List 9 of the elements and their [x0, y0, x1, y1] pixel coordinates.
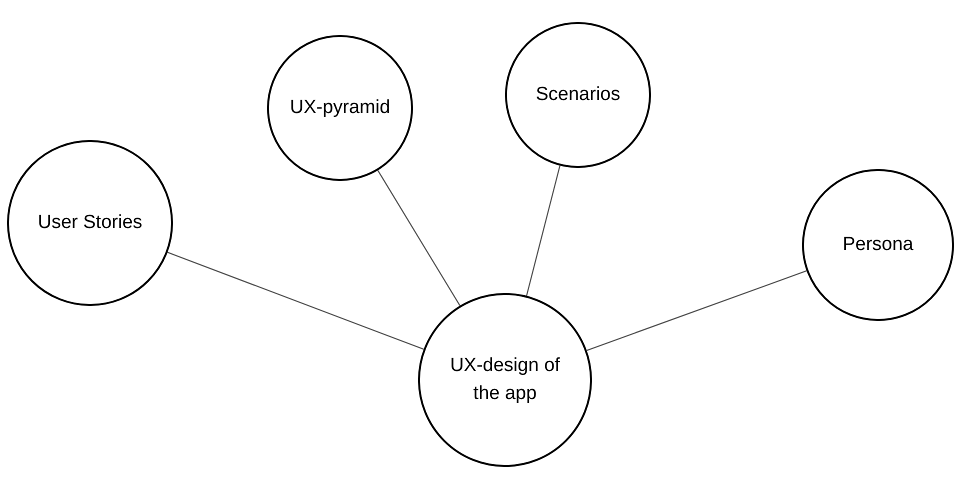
connector-line [167, 252, 424, 350]
connector-line [377, 170, 460, 306]
node-label: UX-pyramid [290, 96, 390, 120]
connector-line [526, 166, 560, 296]
node-label: Persona [842, 233, 914, 257]
node-label: User Stories [38, 211, 142, 235]
node-label: Scenarios [536, 83, 620, 107]
node-label: UX-design of the app [450, 354, 560, 406]
connector-line [586, 270, 807, 351]
